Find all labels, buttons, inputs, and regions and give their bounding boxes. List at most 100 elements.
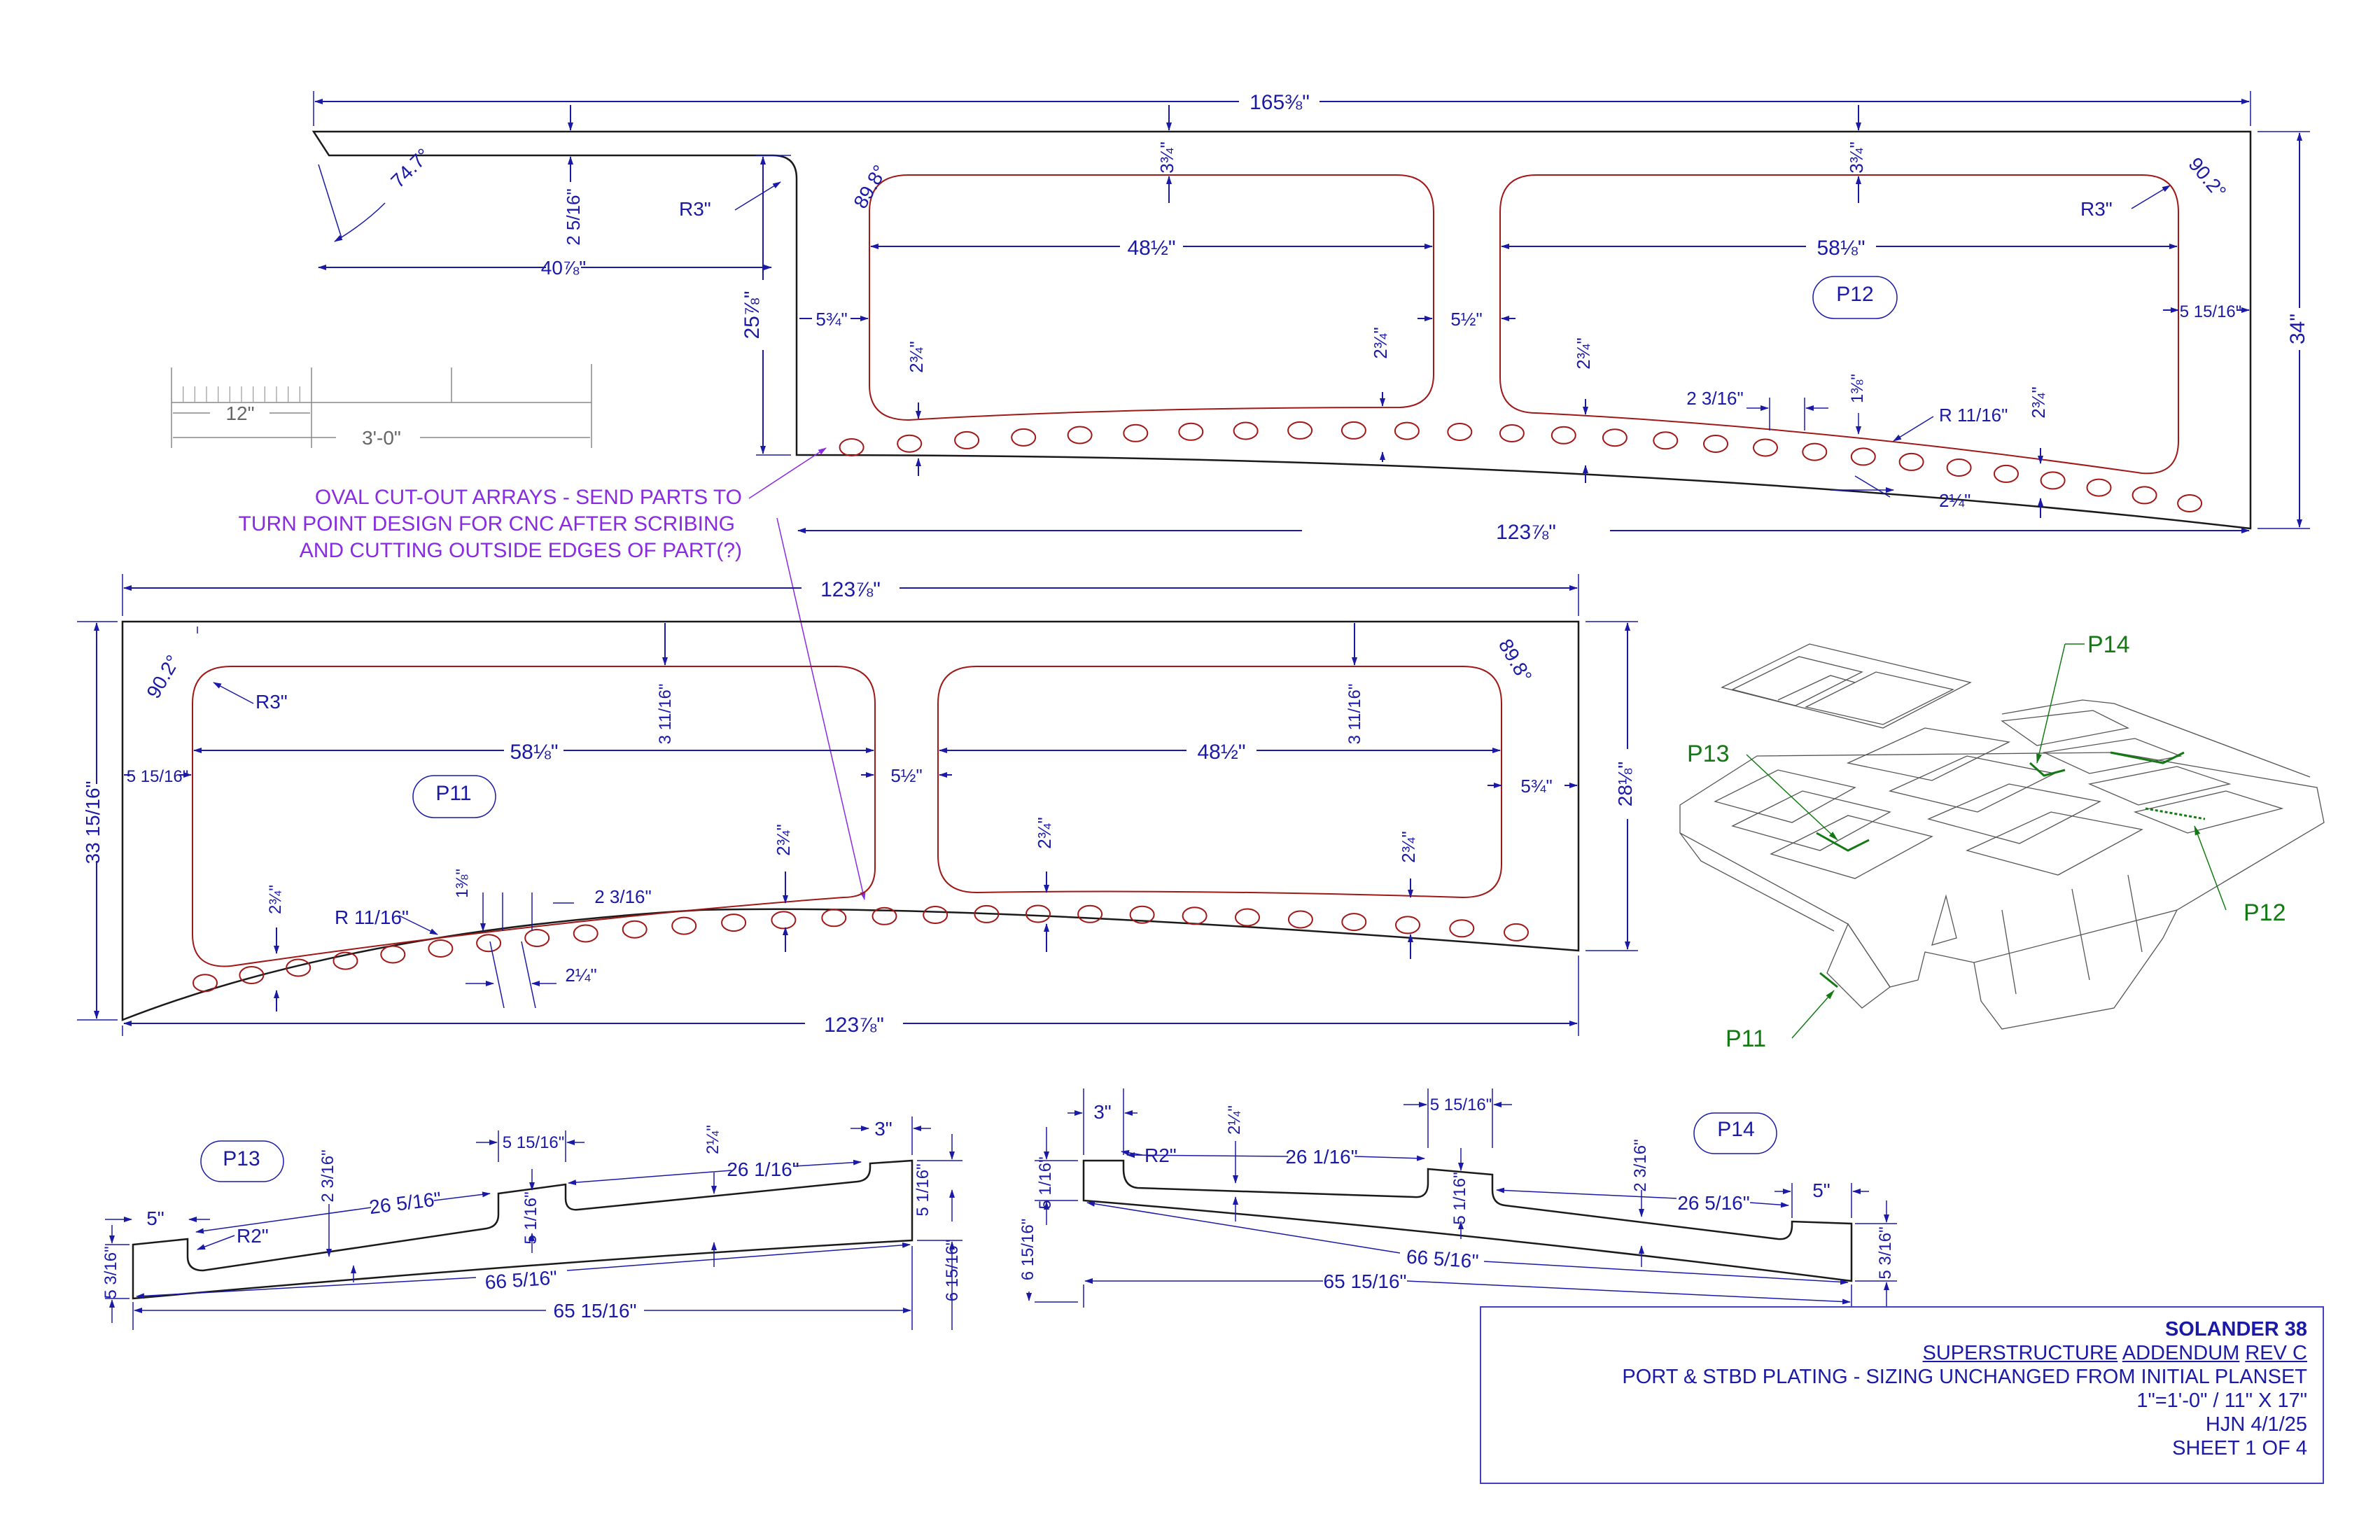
- oval-cutout: [2040, 471, 2066, 490]
- oval-cutout: [1287, 421, 1313, 440]
- oval-cutout: [1067, 426, 1093, 444]
- p12-label: P12: [1836, 283, 1873, 306]
- p12-oval-offset: 2¼": [1939, 490, 1970, 511]
- note-line-1: OVAL CUT-OUT ARRAYS - SEND PARTS TO: [315, 486, 742, 509]
- p12-outline: [312, 130, 2252, 530]
- oval-cutout: [2177, 494, 2203, 512]
- oval-cutout: [428, 939, 454, 958]
- p11-mid-gap: 5½": [890, 765, 922, 786]
- p11-bottom-margin-c: 2¾": [1034, 817, 1055, 848]
- oval-cutout: [1802, 442, 1828, 461]
- p14-end-b: 5": [1812, 1180, 1830, 1201]
- p12-right-margin: 5 15/16": [2180, 302, 2242, 321]
- part-p11: 123⅞" 123⅞" 33 15/16" 28⅛" 90.2° 89.8° R…: [77, 574, 1638, 1037]
- oval-cutout: [192, 974, 218, 993]
- oval-cutout: [1077, 904, 1103, 923]
- oval-cutout: [821, 909, 847, 927]
- p11-bottom-margin-b: 2¾": [773, 824, 794, 855]
- p13-left-height: 5 3/16": [102, 1246, 120, 1298]
- scale-bar-large-label: 3'-0": [362, 427, 401, 449]
- isometric-callouts: P14 P13 P12 P11: [1687, 631, 2286, 1052]
- p12-opening-b: 58⅛": [1816, 237, 1865, 260]
- p11-label: P11: [435, 782, 471, 805]
- p11-cutout-b: [937, 666, 1502, 899]
- oval-cutout: [1011, 428, 1037, 447]
- p13-label: P13: [223, 1147, 260, 1170]
- oval-cutout: [1287, 910, 1313, 929]
- oval-cutout: [872, 906, 897, 925]
- p14-depth-b: 2 3/16": [1631, 1139, 1650, 1191]
- oval-cutout: [954, 430, 980, 449]
- title-scale: 1"=1'-0" / 11" X 17": [2136, 1390, 2307, 1412]
- p11-right-height: 28⅛": [1614, 762, 1636, 806]
- iso-callout-p14: P14: [2087, 631, 2130, 658]
- p11-label-bubble: [412, 775, 496, 818]
- p12-step-height: 2 5/16": [563, 188, 584, 246]
- p12-radius-b: R3": [2080, 198, 2113, 220]
- p11-right-margin: 5¾": [1520, 776, 1552, 797]
- p11-radius: R3": [255, 691, 288, 713]
- p12-mid-gap: 5½": [1450, 309, 1482, 330]
- p14-end-a: 3": [1093, 1101, 1112, 1123]
- p12-oval-cutout-array: [839, 421, 2203, 512]
- scale-bar: 12" 3'-0": [171, 364, 592, 449]
- p14-length-top: 66 5/16": [1406, 1245, 1479, 1272]
- p11-bottom-margin-a: 2¾": [266, 885, 285, 914]
- oval-cutout: [1447, 423, 1473, 441]
- p12-angle-mid: 89.8°: [849, 162, 891, 212]
- p14-slot-b: 26 5/16": [1677, 1192, 1749, 1214]
- p11-opening-a: 58⅛": [510, 741, 558, 764]
- p12-overall-length: 165⅜": [1250, 91, 1310, 114]
- title-description: PORT & STBD PLATING - SIZING UNCHANGED F…: [1622, 1366, 2307, 1388]
- p12-radius-a: R3": [679, 198, 711, 220]
- scale-bar-small-label: 12": [225, 402, 254, 424]
- oval-cutout: [1341, 913, 1367, 932]
- oval-cutout: [721, 913, 747, 932]
- title-sheet: SHEET 1 OF 4: [2172, 1437, 2307, 1460]
- oval-cutout: [671, 916, 697, 935]
- p12-bottom-length: 123⅞": [1496, 521, 1556, 544]
- p13-slot-b: 26 1/16": [727, 1158, 799, 1180]
- p14-outline: [1082, 1159, 1853, 1282]
- p12-height: 34": [2286, 314, 2309, 344]
- p14-label-bubble: [1693, 1112, 1777, 1154]
- p13-slot-a: 26 5/16": [368, 1188, 442, 1218]
- p12-oval-length: 1⅜": [1848, 374, 1867, 403]
- oval-cutout: [286, 958, 312, 977]
- p11-angle-left: 90.2°: [142, 652, 184, 702]
- p13-end-b: 3": [874, 1118, 892, 1140]
- p11-angle-right: 89.8°: [1494, 636, 1536, 686]
- title-word-1: SUPERSTRUCTURE: [1922, 1342, 2118, 1364]
- oval-cutout: [1753, 438, 1778, 457]
- p13-gap-width: 5 15/16": [503, 1133, 565, 1152]
- p12-label-bubble: [1812, 276, 1898, 319]
- p11-oval-offset: 2¼": [565, 965, 596, 986]
- oval-cutout: [1235, 908, 1260, 927]
- oval-cutout: [332, 951, 358, 970]
- oval-cutout: [1550, 426, 1576, 444]
- oval-cutout: [476, 934, 502, 953]
- note-line-3: AND CUTTING OUTSIDE EDGES OF PART(?): [300, 539, 742, 562]
- oval-cutout: [1340, 421, 1366, 440]
- title-word-2: ADDENDUM: [2122, 1342, 2240, 1364]
- oval-cutout: [1653, 431, 1679, 450]
- oval-cutout: [1123, 424, 1149, 442]
- oval-cutout: [1994, 464, 2019, 483]
- title-word-3: REV C: [2245, 1342, 2307, 1364]
- p12-left-height: 25⅞": [741, 290, 764, 339]
- p13-end-a: 5": [146, 1208, 164, 1229]
- p13-depth-a: 2 3/16": [318, 1149, 337, 1202]
- p12-step-width: 40⅞": [541, 257, 586, 279]
- oval-cutout: [1178, 422, 1204, 441]
- p12-opening-a: 48½": [1127, 237, 1175, 260]
- p12-top-margin-b: 3¾": [1846, 141, 1867, 173]
- oval-cutout: [1395, 916, 1420, 934]
- title-project: SOLANDER 38: [2164, 1318, 2307, 1340]
- oval-cutout: [622, 920, 648, 939]
- p13-right-top: 5 1/16": [913, 1163, 932, 1216]
- oval-cutout: [1602, 428, 1628, 447]
- oval-cutout: [524, 929, 550, 947]
- p11-oval-length: 1⅜": [453, 869, 472, 898]
- p14-gap-width: 5 15/16": [1430, 1096, 1492, 1114]
